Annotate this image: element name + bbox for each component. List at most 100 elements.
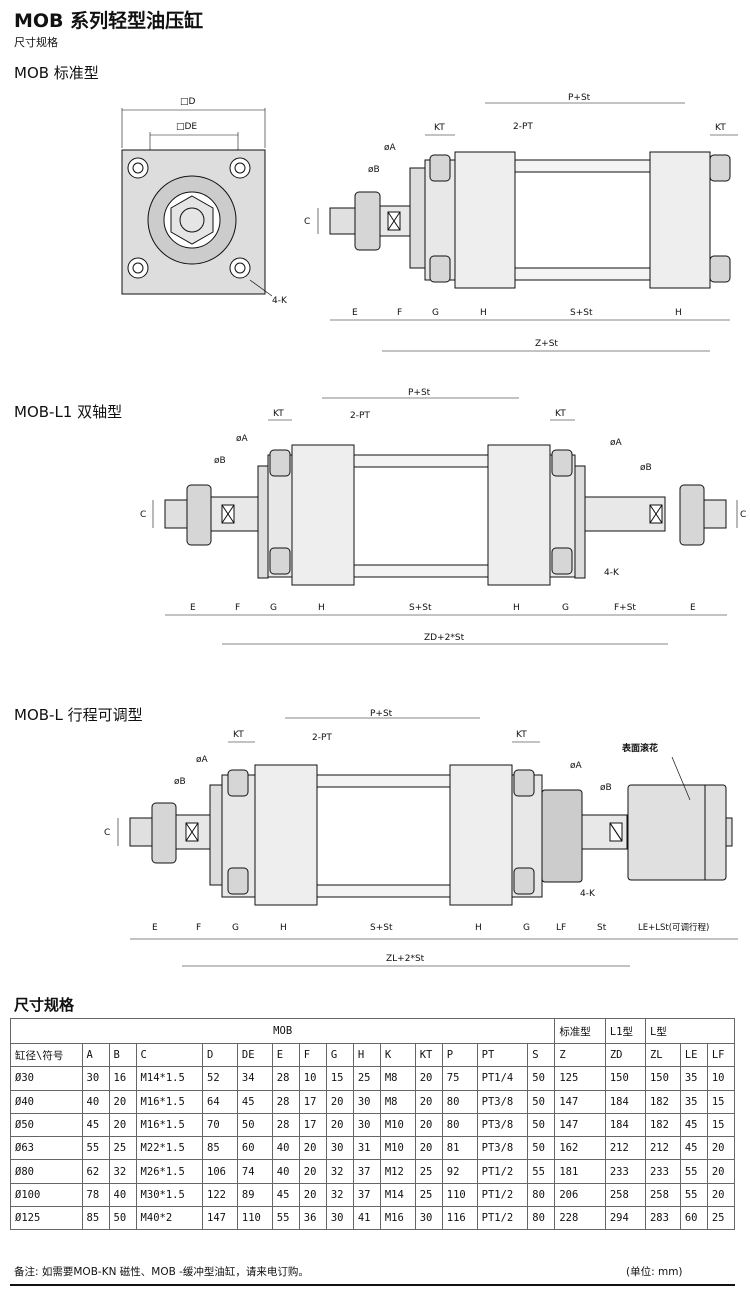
table-cell: 45 — [679, 1112, 708, 1138]
table-cell: 233 — [644, 1159, 681, 1184]
column-header: ZD — [604, 1042, 646, 1068]
table-cell: 294 — [604, 1206, 646, 1231]
table-cell: 50 — [527, 1066, 556, 1091]
table-title: 尺寸规格 — [14, 996, 75, 1014]
l1-label-h-left: H — [318, 603, 325, 613]
l-label-kt-right: KT — [516, 730, 527, 740]
table-cell: 28 — [271, 1066, 300, 1091]
label-4k: 4-K — [272, 296, 288, 306]
table-cell: 40 — [108, 1182, 137, 1208]
label-f: F — [397, 308, 402, 318]
column-header: KT — [414, 1042, 443, 1068]
table-cell: 30 — [325, 1136, 354, 1161]
table-cell: 60 — [679, 1206, 708, 1231]
table-cell: 110 — [236, 1206, 273, 1231]
table-cell: 55 — [527, 1159, 556, 1184]
table-cell: 15 — [706, 1089, 736, 1114]
table-cell: 20 — [325, 1112, 354, 1138]
column-header: E — [271, 1042, 300, 1068]
l-label-2pt: 2-PT — [312, 733, 332, 743]
table-cell: 184 — [604, 1089, 646, 1114]
l-label-4k: 4-K — [580, 889, 596, 899]
table-cell: 30 — [81, 1066, 110, 1091]
table-cell: 45 — [236, 1089, 273, 1114]
table-cell: 41 — [352, 1206, 381, 1231]
group-header-l1: L1型 — [604, 1018, 646, 1044]
l-label-phi-a-left: øA — [196, 755, 209, 765]
footer-unit: (单位: mm) — [626, 1266, 683, 1278]
l-label-s-st: S+St — [370, 923, 393, 933]
table-cell: 20 — [414, 1112, 443, 1138]
table-cell: 31 — [352, 1136, 381, 1161]
table-cell: M30*1.5 — [135, 1182, 204, 1208]
l-label-phi-a-right: øA — [570, 761, 583, 771]
column-header: K — [379, 1042, 416, 1068]
diagram-l: P+St KT KT 2-PT øA øB øA øB 表面滚花 C 4-K E… — [104, 709, 738, 967]
table-cell: 64 — [202, 1089, 238, 1114]
table-cell: 50 — [527, 1089, 556, 1114]
l1-label-kt-left: KT — [273, 409, 284, 419]
column-header: Z — [554, 1042, 606, 1068]
table-cell: 60 — [236, 1136, 273, 1161]
l1-label-2pt: 2-PT — [350, 411, 370, 421]
table-cell: 55 — [81, 1136, 110, 1161]
table-cell: Ø30 — [10, 1066, 83, 1091]
table-cell: 81 — [441, 1136, 478, 1161]
l1-label-f: F — [235, 603, 240, 613]
section-l1-title: MOB-L1 双轴型 — [14, 403, 123, 421]
table-cell: 20 — [414, 1089, 443, 1114]
l1-label-c-left: C — [140, 510, 146, 520]
label-sq-d: □D — [180, 97, 196, 107]
table-cell: 20 — [298, 1136, 327, 1161]
l-label-f: F — [196, 923, 201, 933]
table-cell: PT3/8 — [476, 1089, 529, 1114]
l-label-lf: LF — [556, 923, 566, 933]
table-cell: 28 — [271, 1089, 300, 1114]
l1-label-c-right: C — [740, 510, 746, 520]
table-cell: 125 — [554, 1066, 606, 1091]
label-kt-right: KT — [715, 123, 726, 133]
table-cell: 147 — [554, 1089, 606, 1114]
l1-label-zd: ZD+2*St — [424, 633, 465, 643]
column-header: G — [325, 1042, 354, 1068]
table-cell: 52 — [202, 1066, 238, 1091]
table-cell: 45 — [271, 1182, 300, 1208]
label-g: G — [432, 308, 439, 318]
table-cell: 228 — [554, 1206, 606, 1231]
label-p-st: P+St — [568, 93, 591, 103]
table-cell: 80 — [441, 1112, 478, 1138]
l1-label-phi-a-left: øA — [236, 434, 249, 444]
label-sq-de: □DE — [176, 122, 197, 132]
table-cell: 162 — [554, 1136, 606, 1161]
table-cell: 34 — [236, 1066, 273, 1091]
table-cell: 55 — [679, 1159, 708, 1184]
table-cell: Ø80 — [10, 1159, 83, 1184]
table-cell: 182 — [644, 1089, 681, 1114]
table-cell: 30 — [325, 1206, 354, 1231]
table-cell: 30 — [352, 1112, 381, 1138]
table-cell: 206 — [554, 1182, 606, 1208]
label-kt-left: KT — [434, 123, 445, 133]
column-header: LE — [679, 1042, 708, 1068]
table-cell: 80 — [441, 1089, 478, 1114]
table-cell: 258 — [604, 1182, 646, 1208]
table-cell: 62 — [81, 1159, 110, 1184]
table-cell: Ø100 — [10, 1182, 83, 1208]
table-cell: 283 — [644, 1206, 681, 1231]
table-cell: Ø125 — [10, 1206, 83, 1231]
l-label-zl: ZL+2*St — [386, 954, 425, 964]
table-cell: 45 — [679, 1136, 708, 1161]
table-cell: 182 — [644, 1112, 681, 1138]
l1-label-p-st: P+St — [408, 388, 431, 398]
table-cell: M8 — [379, 1066, 416, 1091]
table-cell: 55 — [679, 1182, 708, 1208]
table-cell: M12 — [379, 1159, 416, 1184]
column-header: F — [298, 1042, 327, 1068]
table-cell: PT1/2 — [476, 1159, 529, 1184]
table-cell: 92 — [441, 1159, 478, 1184]
label-e: E — [352, 308, 358, 318]
l-label-h-right: H — [475, 923, 482, 933]
table-cell: 32 — [325, 1159, 354, 1184]
